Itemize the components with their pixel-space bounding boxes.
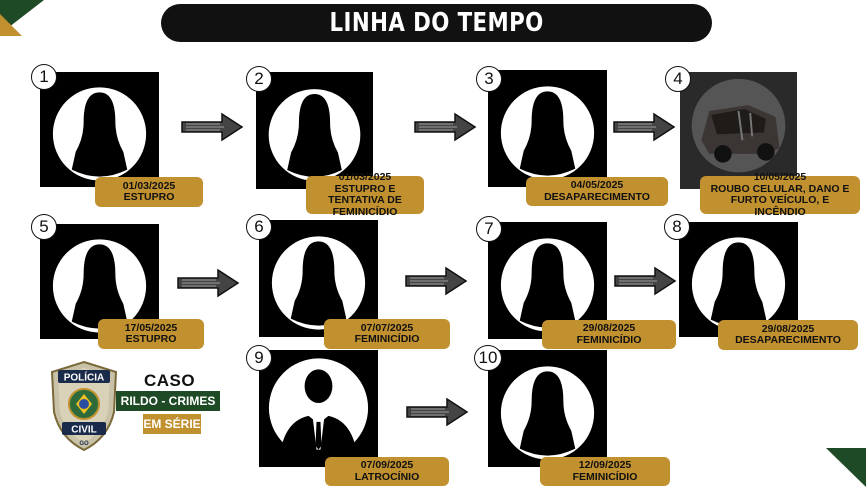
event-photo-8 xyxy=(679,222,798,337)
event-photo-9 xyxy=(259,350,378,467)
event-label-6: 07/07/2025 FEMINICÍDIO xyxy=(324,319,450,349)
badge-state-text: GO xyxy=(79,441,89,447)
female-silhouette-icon xyxy=(71,92,128,177)
police-badge-logo: POLÍCIA CIVIL GO xyxy=(48,360,120,452)
female-silhouette-icon xyxy=(71,244,128,329)
event-description-10: FEMINICÍDIO xyxy=(572,470,638,483)
event-label-8: 29/08/2025 DESAPARECIMENTO xyxy=(718,320,858,350)
event-label-10: 12/09/2025 FEMINICÍDIO xyxy=(540,457,670,486)
event-number-7: 7 xyxy=(476,216,502,242)
event-photo-4 xyxy=(680,72,797,189)
event-date-6: 07/07/2025 xyxy=(360,321,414,334)
event-photo-3 xyxy=(488,70,607,187)
event-number-3: 3 xyxy=(476,66,502,92)
arrow-right-icon xyxy=(181,112,244,142)
event-description-2: ESTUPRO E TENTATIVA DE FEMINICÍDIO xyxy=(328,182,402,218)
arrow-right-icon xyxy=(414,112,477,142)
event-date-8: 29/08/2025 xyxy=(761,322,815,335)
event-number-8: 8 xyxy=(664,214,690,240)
event-date-10: 12/09/2025 xyxy=(578,459,632,471)
arrow-right-icon xyxy=(405,266,468,296)
event-date-1: 01/03/2025 xyxy=(122,179,176,192)
event-description-5: ESTUPRO xyxy=(125,333,177,345)
case-logo-title: CASO xyxy=(144,371,196,390)
arrow-right-icon xyxy=(614,266,677,296)
badge-bottom-text: CIVIL xyxy=(71,425,97,436)
event-description-9: LATROCÍNIO xyxy=(354,470,420,483)
event-date-4: 10/05/2025 xyxy=(753,171,807,183)
event-photo-1 xyxy=(40,72,159,187)
event-date-3: 04/05/2025 xyxy=(570,179,624,191)
event-number-1: 1 xyxy=(31,64,57,90)
female-silhouette-icon xyxy=(519,243,576,328)
event-description-1: ESTUPRO xyxy=(123,191,175,203)
event-label-3: 04/05/2025 DESAPARECIMENTO xyxy=(526,177,668,206)
event-date-5: 17/05/2025 xyxy=(124,321,178,334)
arrow-right-icon xyxy=(613,112,676,142)
event-description-7: FEMINICÍDIO xyxy=(576,333,642,346)
event-photo-2 xyxy=(256,72,373,189)
event-number-4: 4 xyxy=(665,66,691,92)
title-banner: LINHA DO TEMPO xyxy=(161,4,712,42)
male-silhouette-icon xyxy=(278,369,359,467)
event-label-9: 07/09/2025 LATROCÍNIO xyxy=(325,457,449,486)
event-description-3: DESAPARECIMENTO xyxy=(544,190,650,203)
event-number-5: 5 xyxy=(31,214,57,240)
event-date-9: 07/09/2025 xyxy=(360,459,414,471)
event-description-6: FEMINICÍDIO xyxy=(354,333,420,345)
event-photo-5 xyxy=(40,224,159,339)
corner-decoration-bottom-right xyxy=(826,448,866,487)
event-date-2: 01/03/2025 xyxy=(338,171,392,183)
event-photo-7 xyxy=(488,222,607,339)
corner-decoration-top-left xyxy=(0,0,44,36)
event-description-8: DESAPARECIMENTO xyxy=(735,334,841,346)
female-silhouette-icon xyxy=(519,91,576,176)
page-title: LINHA DO TEMPO xyxy=(329,8,544,38)
event-label-4: 10/05/2025 ROUBO CELULAR, DANO E FURTO V… xyxy=(700,171,860,217)
event-label-5: 17/05/2025 ESTUPRO xyxy=(98,319,204,349)
case-logo-tag: EM SÉRIE xyxy=(143,414,201,434)
female-silhouette-icon xyxy=(519,371,576,456)
event-photo-10 xyxy=(488,350,607,467)
badge-top-text: POLÍCIA xyxy=(64,371,105,384)
event-number-10: 10 xyxy=(474,345,502,371)
arrow-right-icon xyxy=(406,397,469,427)
case-logo-subtitle: RILDO - CRIMES xyxy=(116,391,220,411)
event-number-9: 9 xyxy=(246,345,272,371)
event-number-6: 6 xyxy=(246,214,272,240)
event-label-1: 01/03/2025 ESTUPRO xyxy=(95,177,203,207)
event-date-7: 29/08/2025 xyxy=(582,322,636,334)
event-number-2: 2 xyxy=(246,66,272,92)
event-photo-6 xyxy=(259,220,378,337)
arrow-right-icon xyxy=(177,268,240,298)
female-silhouette-icon xyxy=(290,241,347,326)
female-silhouette-icon xyxy=(287,93,342,177)
event-label-2: 01/03/2025 ESTUPRO E TENTATIVA DE FEMINI… xyxy=(306,171,424,217)
event-label-7: 29/08/2025 FEMINICÍDIO xyxy=(542,320,676,349)
female-silhouette-icon xyxy=(710,242,767,327)
event-description-4: ROUBO CELULAR, DANO E FURTO VEÍCULO, E I… xyxy=(710,182,850,218)
